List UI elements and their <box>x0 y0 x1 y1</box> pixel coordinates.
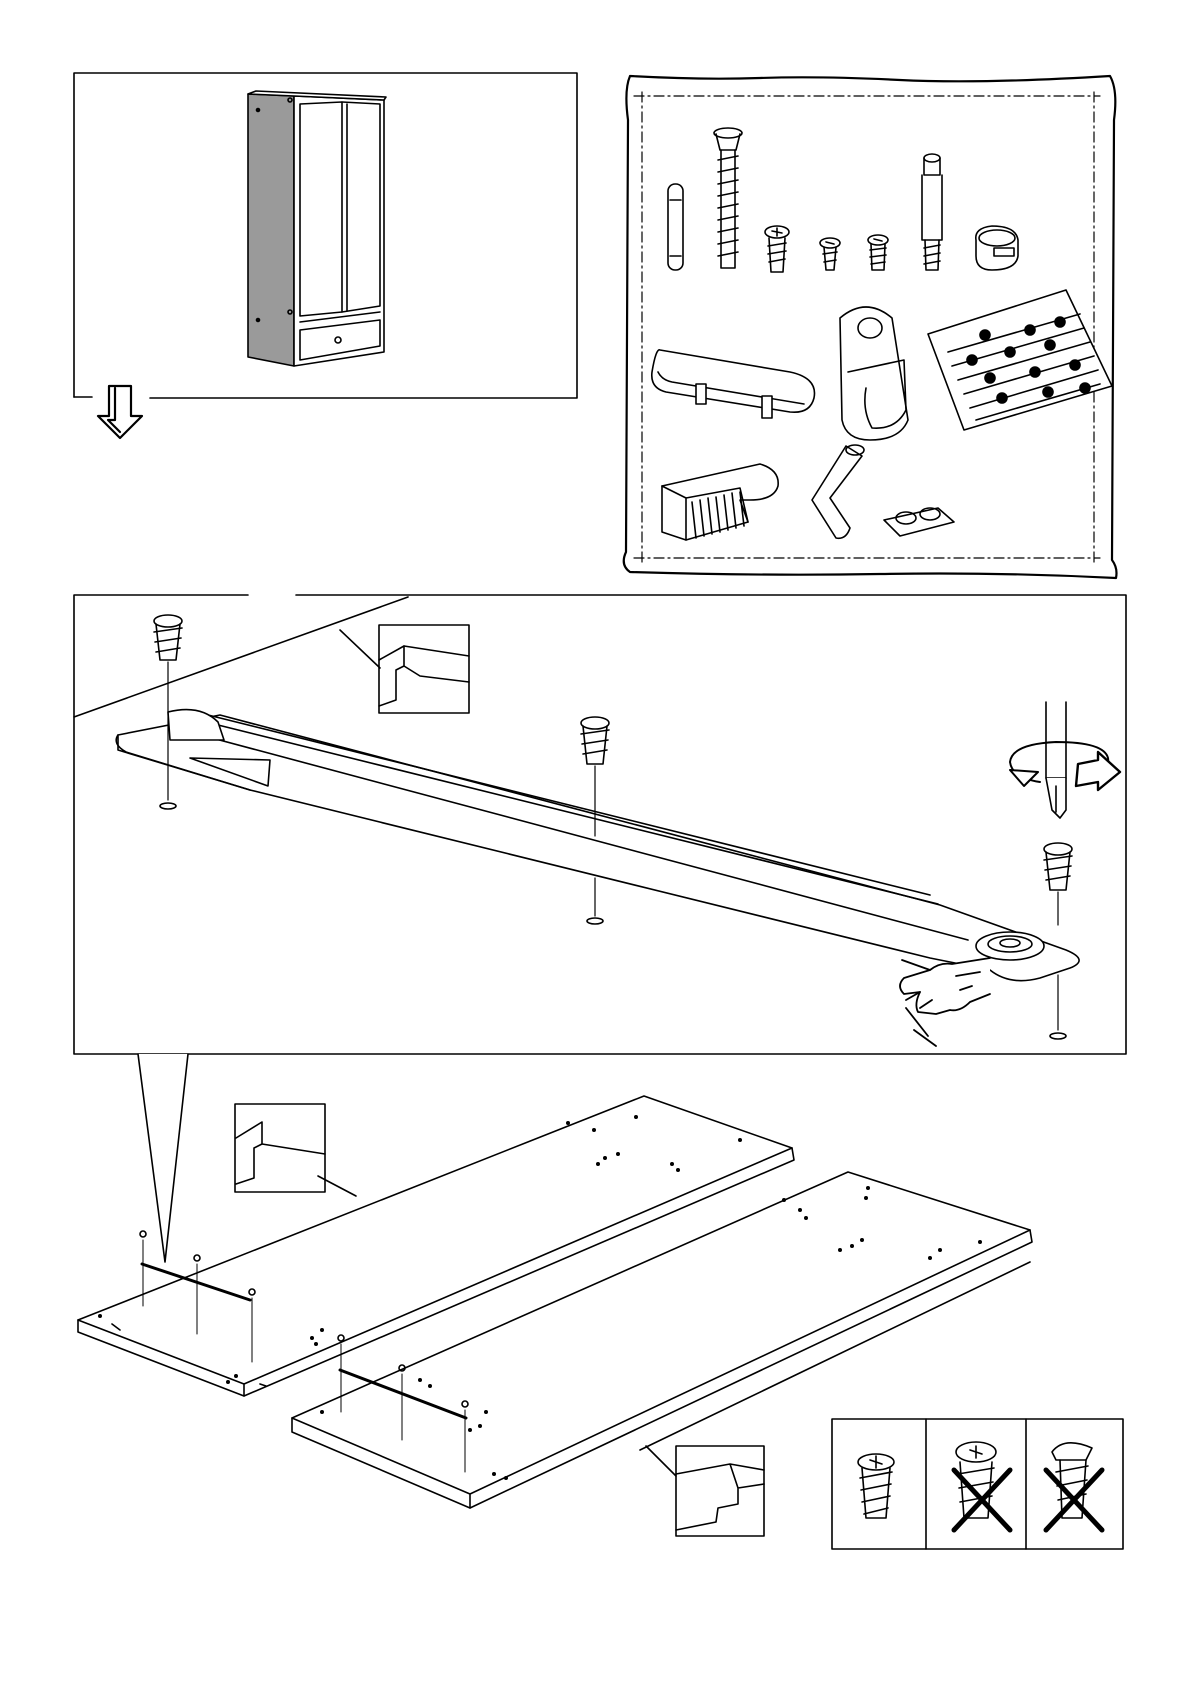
down-arrow-icon <box>98 386 142 438</box>
overview-panel <box>74 73 577 438</box>
door-track-illustration <box>116 710 1079 981</box>
screw-legend <box>832 1419 1123 1549</box>
pointing-hand-icon <box>900 958 990 1046</box>
cam-lock-nut-icon <box>976 226 1018 270</box>
profile-zoom-inset <box>646 1446 764 1536</box>
profile-zoom-inset <box>340 625 469 713</box>
screwdriver-icon <box>1046 702 1066 818</box>
wardrobe-illustration <box>248 91 386 366</box>
callout-pointer <box>138 1054 188 1262</box>
parts-bag-panel <box>624 76 1117 578</box>
profile-zoom-inset <box>235 1104 356 1196</box>
plastic-screw-icon <box>1044 843 1072 1039</box>
detail-panel <box>74 595 1126 1054</box>
